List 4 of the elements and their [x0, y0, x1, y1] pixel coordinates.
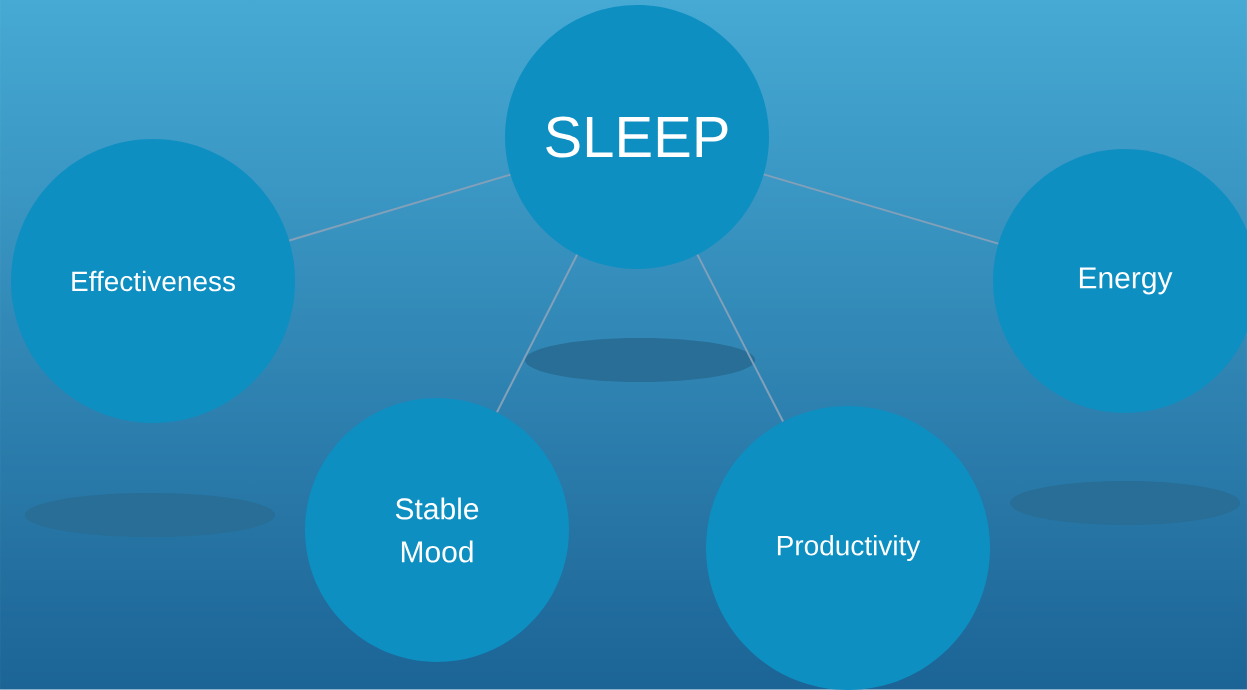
connector-line	[288, 173, 512, 242]
connector-line	[495, 253, 579, 414]
connector-line	[696, 253, 785, 423]
connector-line	[762, 173, 1000, 245]
